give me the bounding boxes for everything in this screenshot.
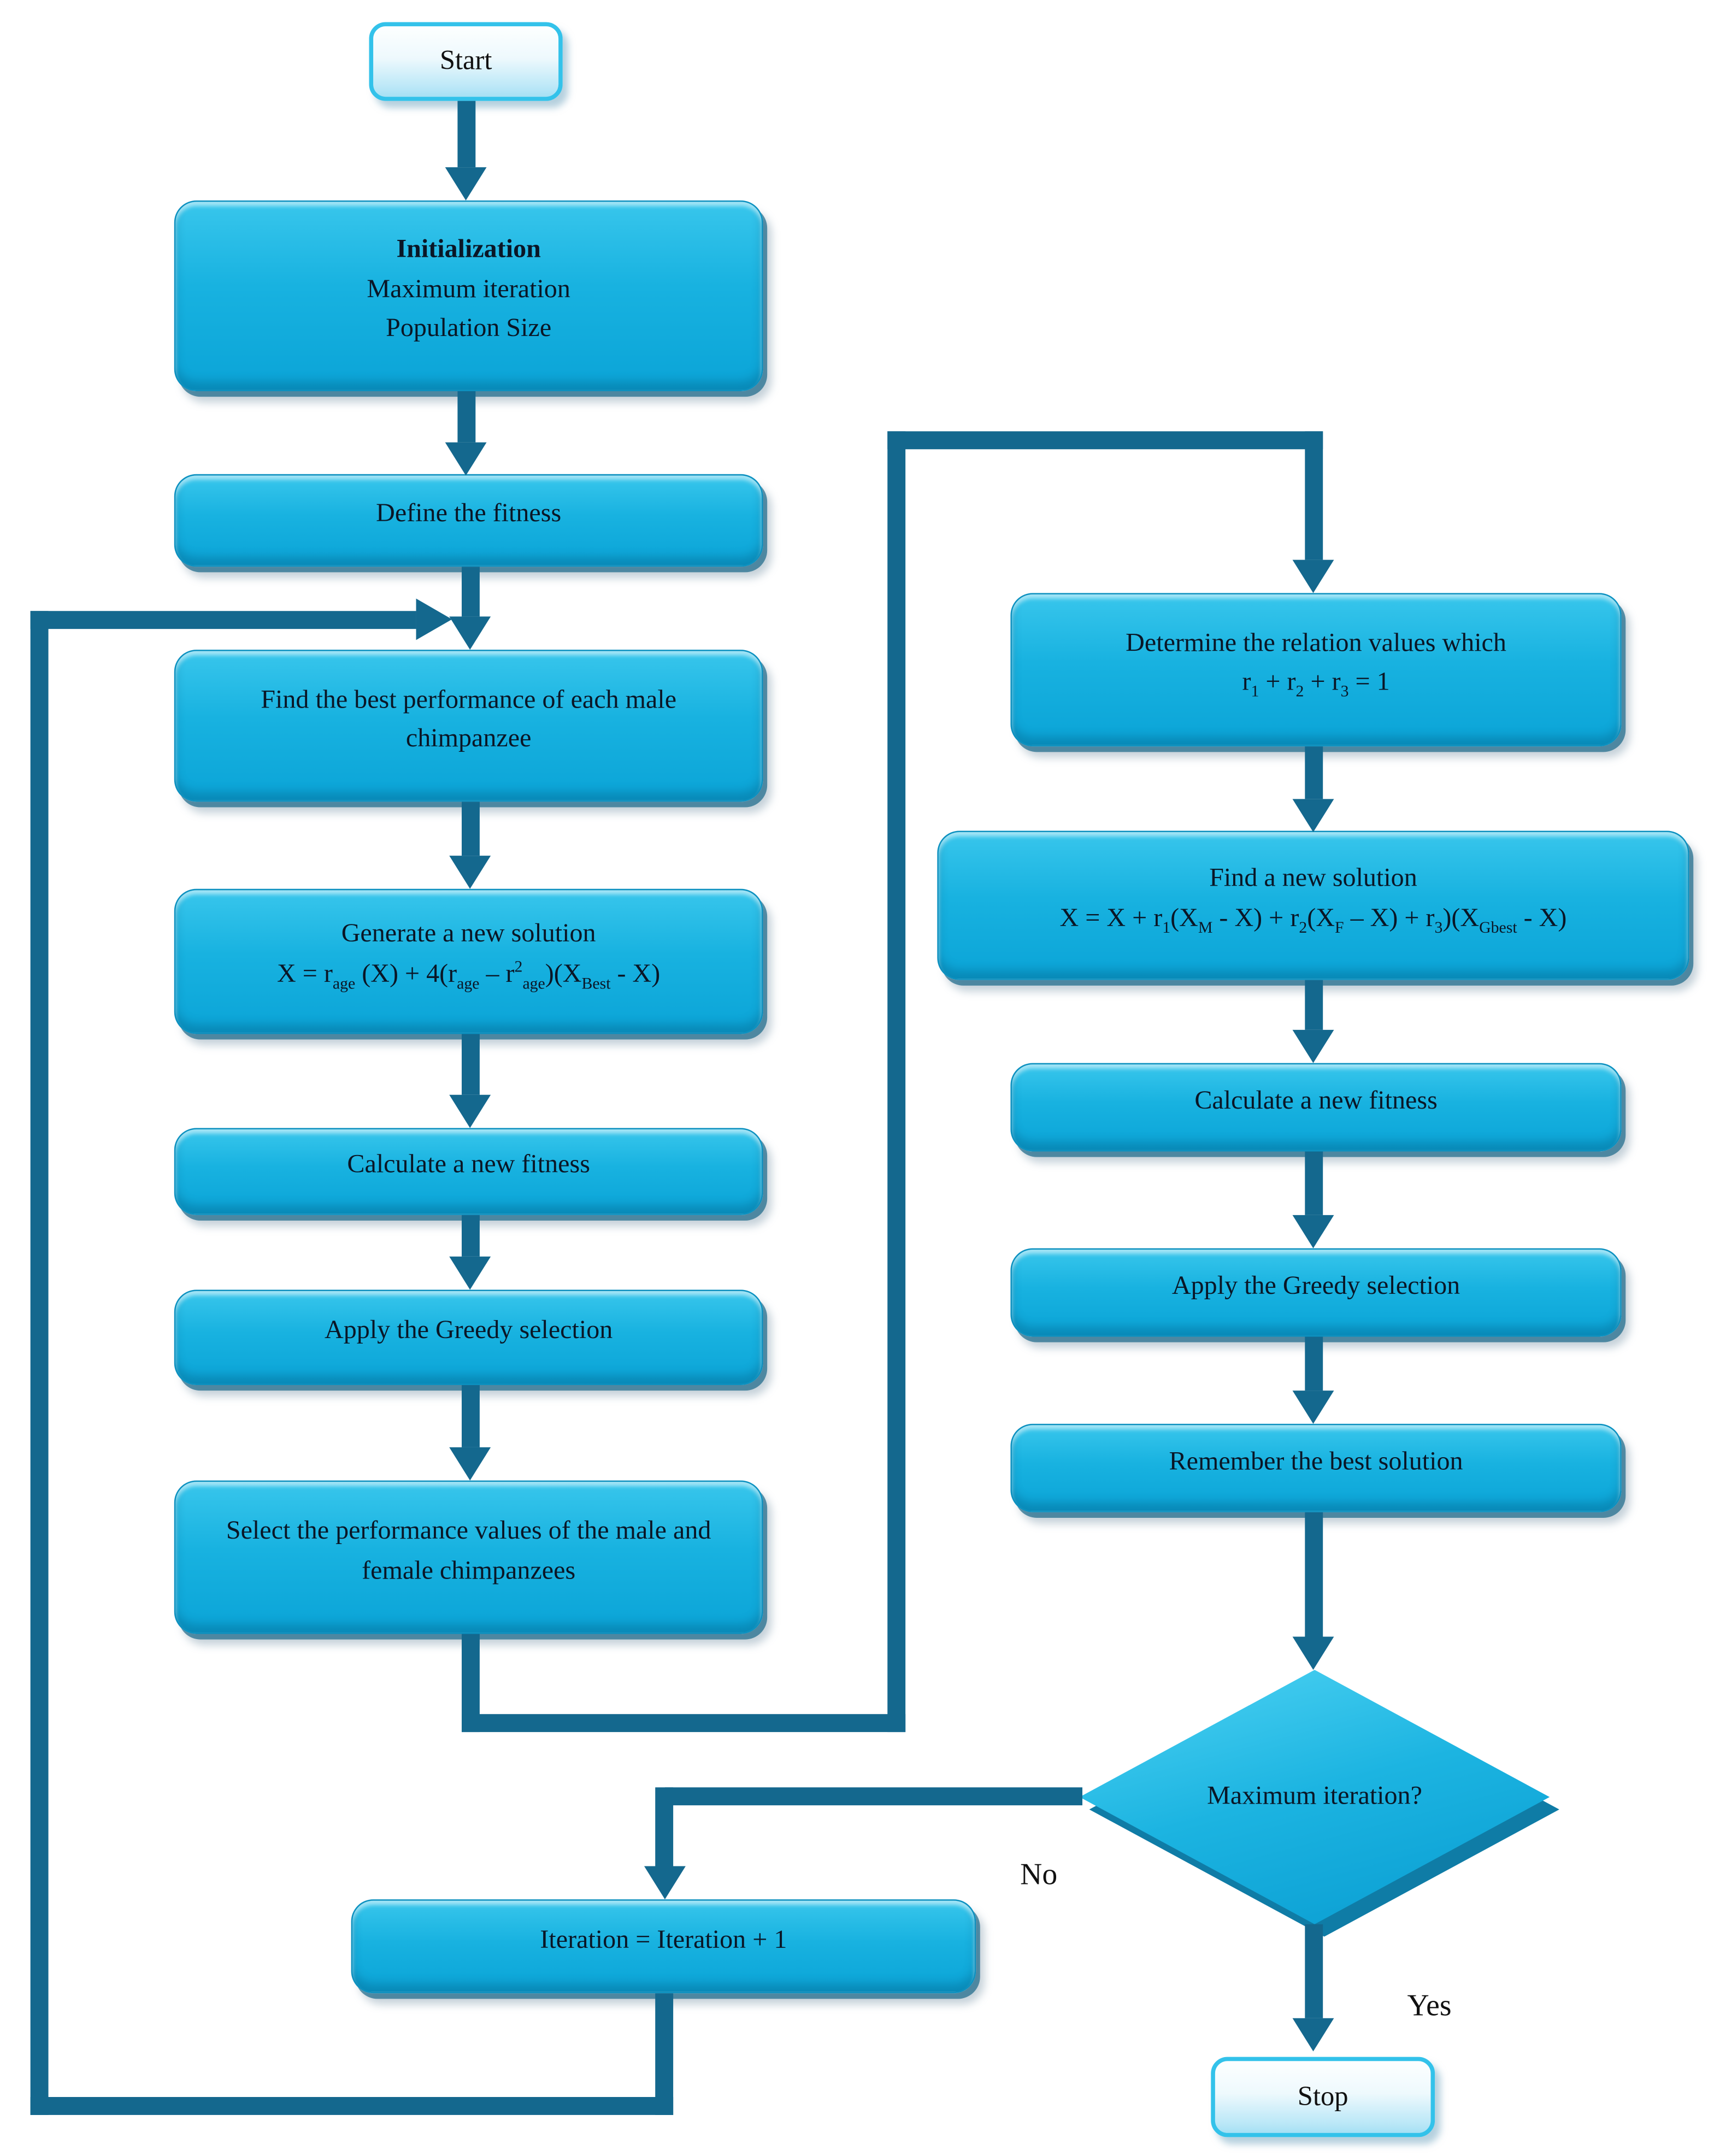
- generate-solution-title: Generate a new solution: [341, 920, 596, 949]
- arrowhead-generate-calc: [449, 1094, 491, 1128]
- connector-start-init: [457, 101, 476, 168]
- find-best-performance-label: Find the best performance of each male c…: [261, 685, 677, 753]
- arrowhead-loop-reentry: [416, 598, 452, 640]
- connector-loop-bottom: [30, 2097, 674, 2115]
- connector-determine-findnew: [1305, 746, 1323, 799]
- connector-loop-top: [30, 611, 416, 629]
- greedy-selection-left-box: Apply the Greedy selection: [174, 1289, 763, 1386]
- arrowhead-init-define: [445, 442, 487, 476]
- connector-yes-stop: [1305, 1924, 1323, 2018]
- arrowhead-findnew-calc: [1292, 1029, 1334, 1063]
- greedy-selection-right-box: Apply the Greedy selection: [1010, 1248, 1622, 1337]
- arrowhead-greedy-remember: [1292, 1391, 1334, 1424]
- iteration-increment-label: Iteration = Iteration + 1: [540, 1925, 787, 1954]
- connector-loop-left: [30, 611, 49, 2115]
- arrowhead-find-generate: [449, 856, 491, 889]
- initialization-title: Initialization: [396, 235, 541, 264]
- find-new-solution-title: Find a new solution: [1209, 864, 1417, 893]
- start-terminal: Start: [369, 22, 563, 101]
- arrowhead-calc-greedy-right: [1292, 1215, 1334, 1248]
- define-fitness-box: Define the fitness: [174, 474, 763, 567]
- remember-best-solution-box: Remember the best solution: [1010, 1423, 1622, 1512]
- initialization-box: Initialization Maximum iteration Populat…: [174, 200, 763, 391]
- maximum-iteration-decision: Maximum iteration?: [1079, 1670, 1559, 1937]
- arrowhead-no-iteration: [644, 1866, 686, 1900]
- connector-generate-calc: [462, 1034, 480, 1095]
- connector-find-generate: [462, 802, 480, 856]
- arrowhead-determine-findnew: [1292, 799, 1334, 833]
- initialization-line3: Population Size: [386, 314, 552, 344]
- connector-top-across: [887, 431, 1323, 450]
- connector-calc-greedy-right: [1305, 1151, 1323, 1215]
- iteration-increment-box: Iteration = Iteration + 1: [351, 1899, 976, 1994]
- connector-into-determine: [1305, 431, 1323, 560]
- connector-no-horizontal: [664, 1787, 1082, 1806]
- connector-init-define: [457, 391, 476, 443]
- calculate-fitness-right-label: Calculate a new fitness: [1194, 1086, 1438, 1116]
- select-performance-values-label: Select the performance values of the mal…: [226, 1516, 711, 1585]
- connector-loop-down: [655, 1993, 674, 2115]
- determine-relation-values-box: Determine the relation values which r1 +…: [1010, 593, 1622, 747]
- connector-define-find: [462, 567, 480, 617]
- generate-solution-box: Generate a new solution X = rage (X) + 4…: [174, 888, 763, 1034]
- determine-relation-formula: r1 + r2 + r3 = 1: [1242, 668, 1390, 701]
- maximum-iteration-label: Maximum iteration?: [1207, 1782, 1422, 1812]
- select-performance-values-box: Select the performance values of the mal…: [174, 1480, 763, 1634]
- arrowhead-define-find: [449, 616, 491, 650]
- arrowhead-remember-decision: [1292, 1636, 1334, 1670]
- find-new-solution-formula: X = X + r1(XM - X) + r2(XF – X) + r3)(XG…: [1059, 903, 1567, 936]
- find-best-performance-box: Find the best performance of each male c…: [174, 650, 763, 802]
- find-new-solution-box: Find a new solution X = X + r1(XM - X) +…: [937, 830, 1689, 980]
- arrowhead-calc-greedy-left: [449, 1256, 491, 1290]
- no-edge-label: No: [1020, 1856, 1058, 1892]
- connector-no-down: [655, 1787, 674, 1866]
- yes-edge-label: Yes: [1407, 1988, 1452, 2023]
- connector-column-riser: [887, 431, 906, 1733]
- arrowhead-greedy-select: [449, 1447, 491, 1481]
- arrowhead-start-init: [445, 167, 487, 201]
- determine-relation-title: Determine the relation values which: [1126, 628, 1506, 658]
- start-label: Start: [439, 45, 492, 76]
- generate-solution-formula: X = rage (X) + 4(rage – r2age)(XBest - X…: [277, 957, 661, 993]
- connector-greedy-select: [462, 1385, 480, 1447]
- connector-greedy-remember: [1305, 1336, 1323, 1391]
- connector-select-right: [462, 1714, 906, 1733]
- connector-findnew-calc: [1305, 980, 1323, 1030]
- calculate-fitness-left-box: Calculate a new fitness: [174, 1128, 763, 1215]
- stop-label: Stop: [1297, 2081, 1348, 2112]
- define-fitness-label: Define the fitness: [376, 499, 562, 529]
- stop-terminal: Stop: [1211, 2057, 1435, 2137]
- greedy-selection-right-label: Apply the Greedy selection: [1171, 1271, 1460, 1301]
- arrowhead-yes-stop: [1292, 2018, 1334, 2052]
- remember-best-solution-label: Remember the best solution: [1169, 1447, 1463, 1476]
- connector-calc-greedy-left: [462, 1215, 480, 1257]
- calculate-fitness-left-label: Calculate a new fitness: [347, 1150, 590, 1180]
- initialization-line2: Maximum iteration: [367, 274, 570, 304]
- calculate-fitness-right-box: Calculate a new fitness: [1010, 1063, 1622, 1152]
- greedy-selection-left-label: Apply the Greedy selection: [325, 1316, 613, 1346]
- arrowhead-into-determine: [1292, 559, 1334, 593]
- connector-remember-decision: [1305, 1512, 1323, 1637]
